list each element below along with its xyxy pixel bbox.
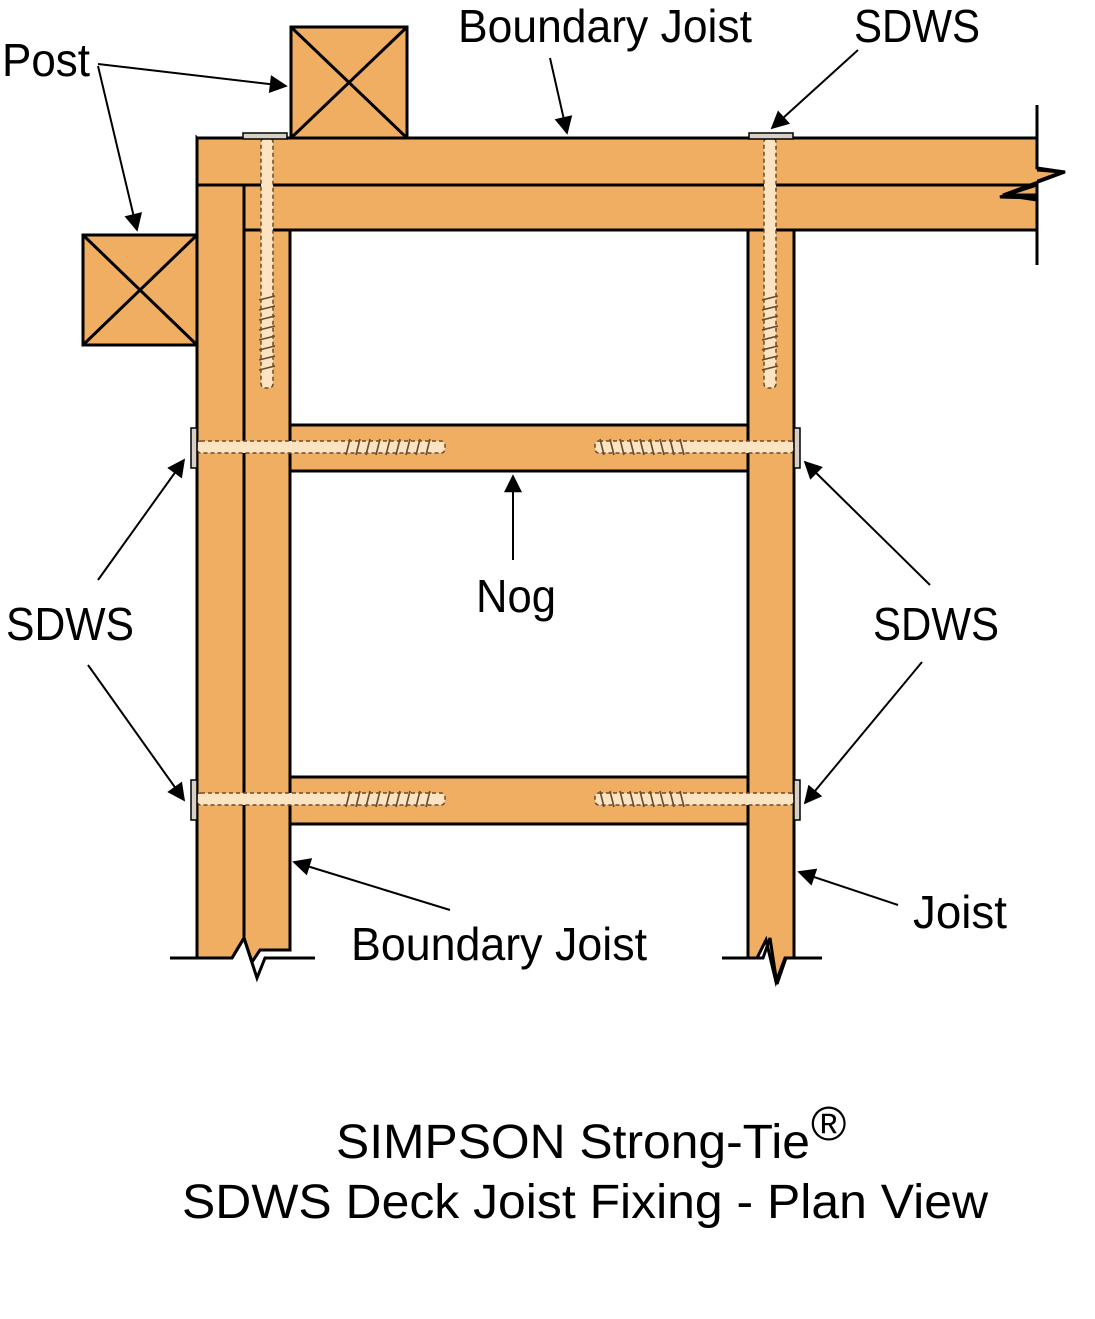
sdws-screw-top-right [748,132,794,389]
label-sdws-right: SDWS [873,598,999,650]
caption-brand: SIMPSON Strong-Tie [336,1116,810,1169]
leader-sdws-left-upper [97,458,186,581]
label-post: Post [2,34,90,86]
leader-post-left [97,65,143,232]
leader-boundary-joist-top [549,57,573,135]
leader-sdws-right-upper [803,460,931,586]
leader-boundary-joist-bottom [292,858,451,911]
leader-sdws-left-lower [87,664,186,802]
sdws-screw-lower-left [190,779,446,821]
sdws-screw-top-left [242,132,288,389]
leader-joist [797,868,899,906]
leader-post-top [97,63,288,94]
label-sdws-left: SDWS [6,598,134,650]
top-inner-boundary-joist [242,183,1039,232]
caption-subtitle: SDWS Deck Joist Fixing - Plan View [182,1176,988,1229]
post-left [81,233,199,347]
caption-registered-mark: ® [811,1098,846,1151]
sdws-screw-upper-right [594,427,801,469]
sdws-screw-upper-left [190,427,446,469]
label-joist: Joist [913,886,1007,938]
leader-sdws-right-lower [803,661,923,805]
leader-sdws-top [770,49,859,130]
label-nog: Nog [476,570,556,622]
left-outer-boundary-joist [195,134,246,960]
sdws-screw-lower-right [594,779,801,821]
label-boundary-joist-bottom: Boundary Joist [351,918,647,970]
post-top [289,25,409,140]
label-sdws-top: SDWS [854,0,980,52]
label-boundary-joist-top: Boundary Joist [458,0,752,52]
